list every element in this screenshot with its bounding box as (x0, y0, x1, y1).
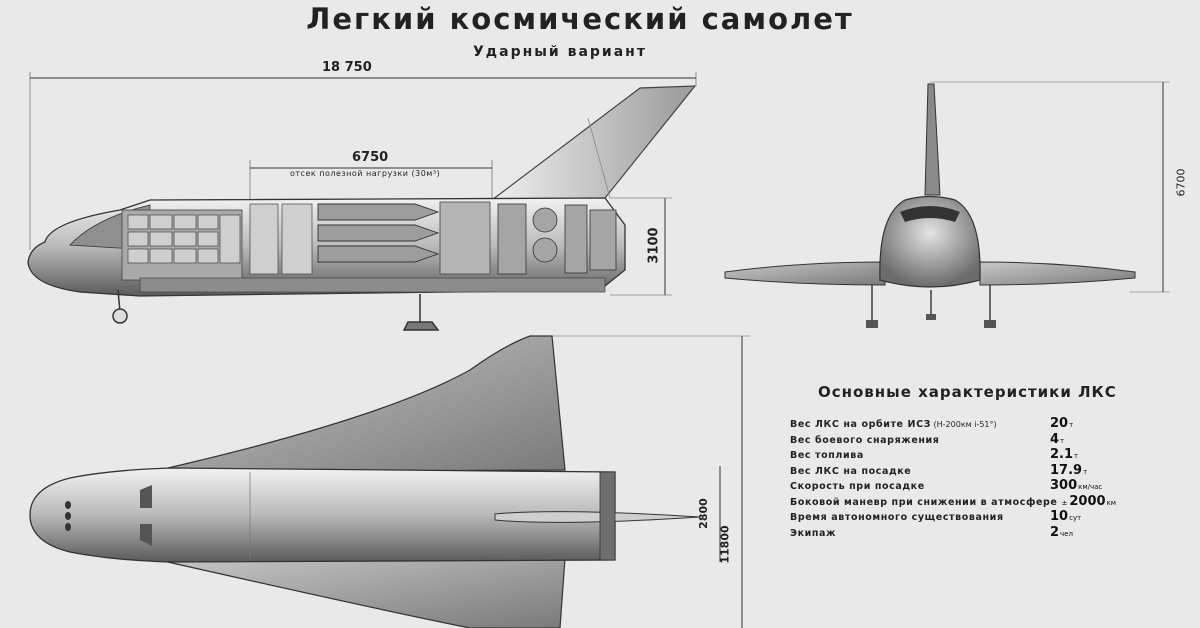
characteristic-row: Скорость при посадке 300км/час (790, 478, 1130, 494)
characteristic-label-text: Вес топлива (790, 450, 864, 461)
characteristic-unit: чел (1060, 529, 1073, 538)
characteristic-value: 10сут (1046, 509, 1130, 524)
characteristic-value: 300км/час (1046, 478, 1130, 493)
characteristics-list: Вес ЛКС на орбите ИСЗ (Н-200км i-51°)20т… (790, 416, 1130, 540)
characteristic-label-text: Вес ЛКС на посадке (790, 465, 912, 477)
characteristic-label: Скорость при посадке (790, 481, 925, 492)
characteristic-value: 20т (1046, 416, 1130, 431)
characteristic-unit: т (1083, 467, 1088, 476)
characteristic-number: 300 (1050, 478, 1078, 493)
characteristic-number: 2000 (1069, 493, 1106, 509)
characteristic-label-text: Боковой маневр при снижении в атмосфере (790, 496, 1058, 508)
characteristic-value: 17.9т (1046, 463, 1130, 478)
characteristic-label: Экипаж (790, 528, 836, 539)
poster-subtitle: Ударный вариант (473, 44, 647, 60)
characteristic-label: Время автономного существования (790, 512, 1004, 523)
characteristic-number: 2 (1050, 524, 1060, 540)
characteristic-number: 4 (1050, 431, 1060, 447)
characteristic-label: Вес ЛКС на посадке (790, 466, 911, 477)
characteristic-value: 4т (1046, 432, 1130, 447)
characteristic-row: Время автономного существования 10сут (790, 509, 1130, 525)
plan-dimension-a: 2800 (696, 498, 710, 529)
bay-label: отсек полезной нагрузки (30м³) (290, 169, 441, 178)
characteristic-label: Боковой маневр при снижении в атмосфере (790, 497, 1057, 508)
characteristic-row: Вес ЛКС на орбите ИСЗ (Н-200км i-51°) 20т (790, 416, 1130, 432)
characteristic-row: Боковой маневр при снижении в атмосфере±… (790, 494, 1130, 510)
plan-view (29, 335, 750, 628)
poster-title: Легкий космический самолет (306, 2, 854, 36)
length-dimension: 18 750 (322, 60, 372, 75)
characteristic-unit: т (1074, 452, 1079, 460)
characteristic-label-text: Время автономного существования (790, 512, 1004, 523)
front-view (724, 81, 1170, 328)
plan-dimension-b: 11800 (718, 525, 732, 564)
side-view (27, 72, 697, 331)
characteristic-unit: сут (1069, 514, 1082, 522)
characteristic-prefix: ± (1061, 498, 1068, 507)
characteristic-label-text: Скорость при посадке (790, 481, 925, 492)
characteristic-number: 20 (1050, 416, 1069, 431)
characteristic-number: 10 (1050, 509, 1069, 524)
characteristic-number: 17.9 (1050, 462, 1083, 478)
characteristic-label: Вес топлива (790, 450, 864, 461)
characteristic-label-text: Экипаж (790, 527, 837, 539)
characteristic-value: 2.1т (1046, 447, 1130, 462)
characteristic-unit: т (1060, 436, 1065, 445)
characteristic-row: Вес топлива 2.1т (790, 447, 1130, 463)
characteristic-row: Вес ЛКС на посадке 17.9т (790, 463, 1130, 479)
front-height-dimension: 6700 (1174, 168, 1188, 197)
characteristic-label-text: Вес боевого снаряжения (790, 434, 940, 446)
side-height-dimension: 3100 (646, 227, 662, 264)
characteristics-title: Основные характеристики ЛКС (818, 383, 1117, 401)
characteristic-row: Вес боевого снаряжения 4т (790, 432, 1130, 448)
characteristic-unit: км/час (1078, 483, 1103, 491)
characteristic-unit: км (1106, 498, 1117, 507)
bay-dimension: 6750 (352, 150, 389, 165)
characteristic-label-text: Вес ЛКС на орбите ИСЗ (790, 419, 931, 430)
characteristic-number: 2.1 (1050, 447, 1074, 462)
characteristic-label: Вес боевого снаряжения (790, 435, 939, 446)
characteristic-detail: (Н-200км i-51°) (930, 420, 997, 429)
characteristic-value: ±2000км (1057, 494, 1130, 509)
characteristic-unit: т (1069, 421, 1074, 429)
characteristic-value: 2чел (1046, 525, 1130, 540)
characteristic-label: Вес ЛКС на орбите ИСЗ (Н-200км i-51°) (790, 419, 997, 430)
characteristic-row: Экипаж 2чел (790, 525, 1130, 541)
